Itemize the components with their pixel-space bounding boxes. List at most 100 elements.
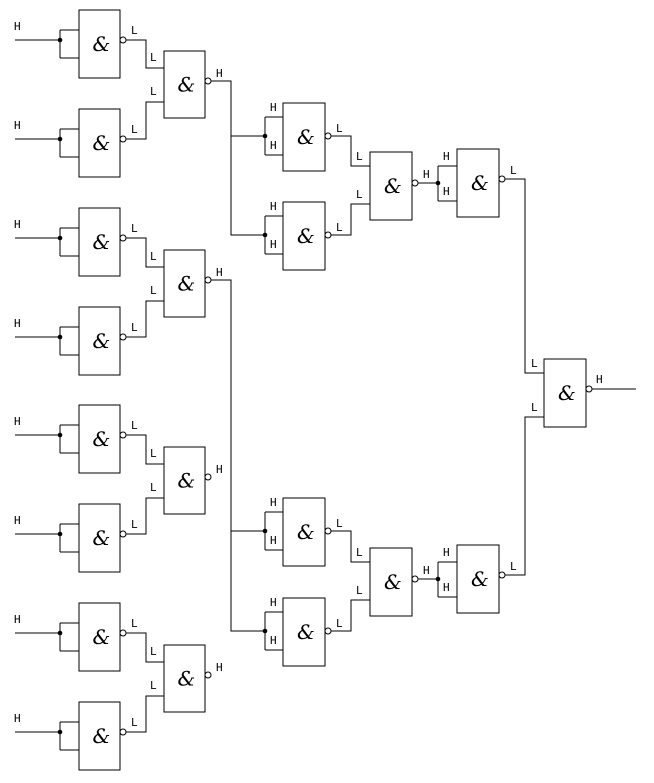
gate-symbol: & <box>93 131 111 155</box>
output-level-label: H <box>216 266 223 279</box>
stage4-nand-gate <box>369 547 413 617</box>
output-level-label: L <box>336 122 343 135</box>
inverter-bubble <box>411 575 419 583</box>
junction-dot <box>57 531 63 537</box>
input-level-label: L <box>150 481 157 494</box>
junction-dot <box>57 729 63 735</box>
stage1-nand-gate <box>78 404 121 474</box>
inverter-bubble <box>119 36 127 44</box>
wire <box>331 530 370 563</box>
input-level-label: L <box>150 645 157 658</box>
wire <box>126 497 164 535</box>
gate-symbol: & <box>297 520 315 544</box>
output-level-label: H <box>216 67 223 80</box>
input-level-label: H <box>443 150 450 163</box>
output-level-label: H <box>423 168 430 181</box>
gate-symbol: & <box>93 625 111 649</box>
junction-dot <box>57 630 63 636</box>
wire <box>331 203 370 236</box>
input-level-label: L <box>150 51 157 64</box>
wire <box>211 80 265 137</box>
gate-symbol: & <box>93 724 111 748</box>
final-output-level-label: H <box>596 373 603 386</box>
input-level-label: H <box>443 546 450 559</box>
input-wire <box>15 326 79 356</box>
wire <box>505 416 544 576</box>
stage3-nand-gate <box>282 102 326 172</box>
stage5-nand-gate <box>456 148 500 218</box>
output-level-label: L <box>131 716 138 729</box>
input-wire <box>15 29 79 59</box>
input-level-label: H <box>14 317 21 330</box>
wire <box>211 80 265 236</box>
gate-symbol: & <box>384 570 402 594</box>
gate-symbol: & <box>558 381 576 405</box>
inverter-bubble <box>119 333 127 341</box>
input-level-label: L <box>356 188 363 201</box>
wire <box>211 279 265 632</box>
junction-dot <box>435 180 441 186</box>
input-level-label: H <box>14 415 21 428</box>
gate-symbol: & <box>178 469 196 493</box>
inverter-bubble <box>324 627 332 635</box>
input-level-label: H <box>270 596 277 609</box>
output-level-label: L <box>510 164 517 177</box>
stage1-nand-gate <box>78 602 121 672</box>
gate-symbol: & <box>93 427 111 451</box>
input-level-label: H <box>14 613 21 626</box>
output-level-label: H <box>216 463 223 476</box>
wire <box>505 178 544 374</box>
stage5-nand-gate <box>456 544 500 614</box>
input-level-label: H <box>14 514 21 527</box>
inverter-bubble <box>119 728 127 736</box>
wire <box>126 632 164 663</box>
input-level-label: H <box>14 218 21 231</box>
stage3-nand-gate <box>282 201 326 271</box>
input-level-label: H <box>270 200 277 213</box>
inverter-bubble <box>324 132 332 140</box>
input-level-label: H <box>270 101 277 114</box>
gate-symbol: & <box>93 329 111 353</box>
input-level-label: L <box>356 546 363 559</box>
gate-symbol: & <box>93 230 111 254</box>
input-level-label: H <box>270 139 277 152</box>
inverter-bubble <box>324 231 332 239</box>
input-level-label: L <box>531 357 538 370</box>
input-wire <box>15 424 79 454</box>
output-level-label: H <box>216 661 223 674</box>
input-level-label: H <box>270 238 277 251</box>
stage3-nand-gate <box>282 497 326 567</box>
input-level-label: H <box>270 534 277 547</box>
output-level-label: L <box>131 321 138 334</box>
gate-symbol: & <box>93 32 111 56</box>
gate-symbol: & <box>178 73 196 97</box>
inverter-bubble <box>119 431 127 439</box>
inverter-bubble <box>498 175 506 183</box>
stage4-nand-gate <box>369 151 413 221</box>
wire <box>331 599 370 632</box>
wire <box>126 39 164 69</box>
output-level-label: L <box>131 24 138 37</box>
stage2-nand-gate <box>163 446 206 515</box>
input-level-label: H <box>14 20 21 33</box>
inverter-bubble <box>324 527 332 535</box>
gate-symbol: & <box>471 171 489 195</box>
junction-dot <box>57 37 63 43</box>
input-level-label: H <box>443 185 450 198</box>
wire <box>126 300 164 338</box>
wire <box>126 237 164 268</box>
output-level-label: L <box>510 560 517 573</box>
inverter-bubble <box>411 179 419 187</box>
output-level-label: L <box>131 419 138 432</box>
stage1-nand-gate <box>78 306 121 376</box>
input-level-label: L <box>356 584 363 597</box>
inverter-bubble <box>119 629 127 637</box>
junction-dot <box>262 232 268 238</box>
junction-dot <box>262 528 268 534</box>
output-level-label: L <box>336 517 343 530</box>
inverter-bubble <box>498 571 506 579</box>
stage1-nand-gate <box>78 9 121 79</box>
stage1-nand-gate <box>78 701 121 771</box>
input-level-label: L <box>150 85 157 98</box>
